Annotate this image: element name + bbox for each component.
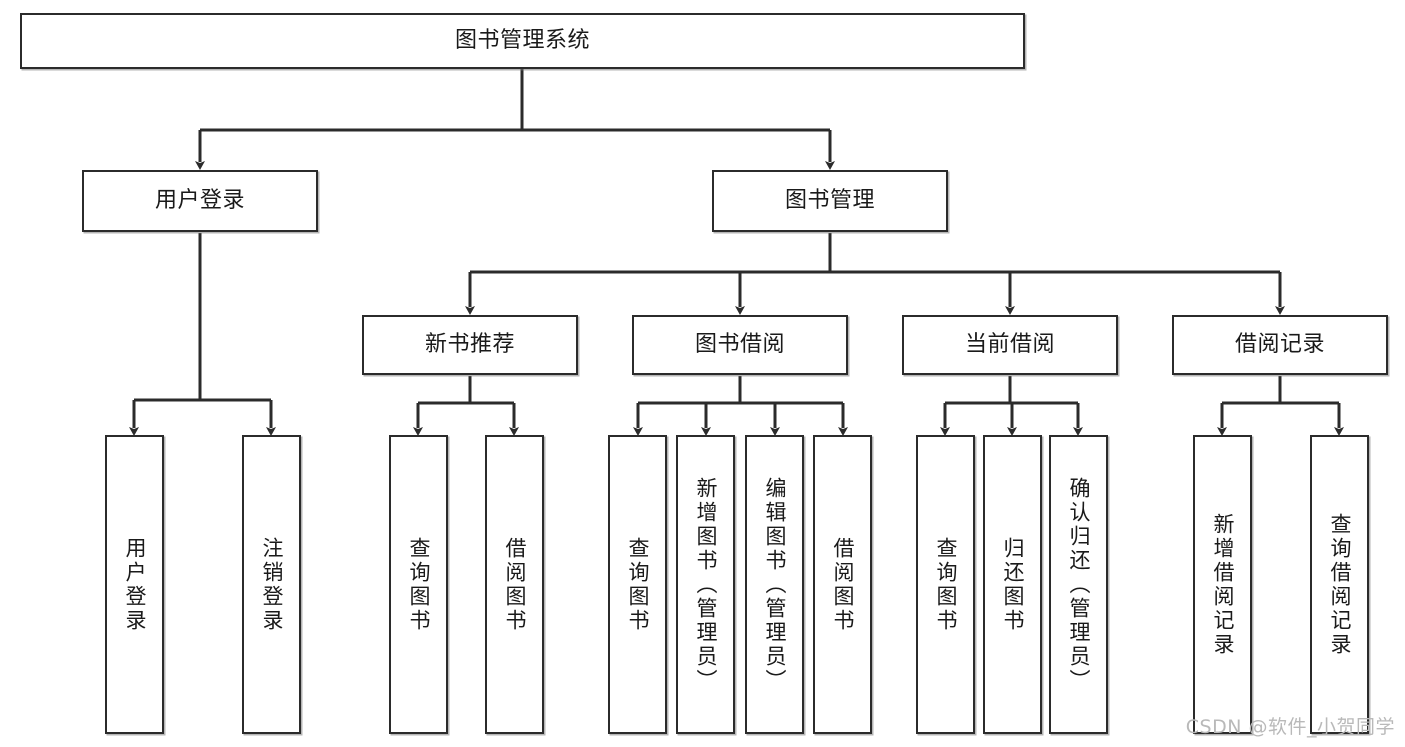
leaf-label: 查询借阅记录: [1328, 512, 1352, 657]
node-book-management-label: 图书管理: [784, 187, 875, 213]
leaf-book-borrow-add[interactable]: 新增图书（管理员）: [676, 435, 735, 734]
leaf-user-login-login[interactable]: 用户登录: [105, 435, 164, 734]
leaf-current-borrow-confirm-return[interactable]: 确认归还（管理员）: [1049, 435, 1108, 734]
node-book-management[interactable]: 图书管理: [712, 170, 948, 232]
node-current-borrow-label: 当前借阅: [964, 331, 1055, 357]
leaf-book-borrow-query[interactable]: 查询图书: [608, 435, 667, 734]
leaf-label: 借阅图书: [503, 536, 527, 633]
node-root[interactable]: 图书管理系统: [20, 13, 1025, 69]
leaf-user-login-logout[interactable]: 注销登录: [242, 435, 301, 734]
leaf-label: 归还图书: [1001, 536, 1025, 633]
node-book-borrow-label: 图书借阅: [694, 331, 785, 357]
leaf-label: 新增图书（管理员）: [694, 476, 718, 693]
leaf-current-borrow-return[interactable]: 归还图书: [983, 435, 1042, 734]
leaf-label: 查询图书: [626, 536, 650, 633]
node-new-book-recommend-label: 新书推荐: [424, 331, 515, 357]
leaf-new-book-borrow[interactable]: 借阅图书: [485, 435, 544, 734]
leaf-label: 确认归还（管理员）: [1067, 476, 1091, 693]
leaf-label: 查询图书: [934, 536, 958, 633]
node-user-login[interactable]: 用户登录: [82, 170, 318, 232]
node-borrow-record-label: 借阅记录: [1234, 331, 1325, 357]
leaf-borrow-record-add[interactable]: 新增借阅记录: [1193, 435, 1252, 734]
leaf-label: 注销登录: [260, 536, 284, 633]
leaf-label: 用户登录: [123, 536, 147, 633]
node-root-label: 图书管理系统: [454, 27, 590, 53]
node-book-borrow[interactable]: 图书借阅: [632, 315, 848, 375]
node-borrow-record[interactable]: 借阅记录: [1172, 315, 1388, 375]
leaf-current-borrow-query[interactable]: 查询图书: [916, 435, 975, 734]
leaf-label: 查询图书: [407, 536, 431, 633]
leaf-book-borrow-borrow[interactable]: 借阅图书: [813, 435, 872, 734]
leaf-borrow-record-query[interactable]: 查询借阅记录: [1310, 435, 1369, 734]
node-current-borrow[interactable]: 当前借阅: [902, 315, 1118, 375]
node-user-login-label: 用户登录: [154, 187, 245, 213]
leaf-book-borrow-edit[interactable]: 编辑图书（管理员）: [745, 435, 804, 734]
leaf-label: 新增借阅记录: [1211, 512, 1235, 657]
leaf-new-book-query[interactable]: 查询图书: [389, 435, 448, 734]
leaf-label: 编辑图书（管理员）: [763, 476, 787, 693]
node-new-book-recommend[interactable]: 新书推荐: [362, 315, 578, 375]
leaf-label: 借阅图书: [831, 536, 855, 633]
